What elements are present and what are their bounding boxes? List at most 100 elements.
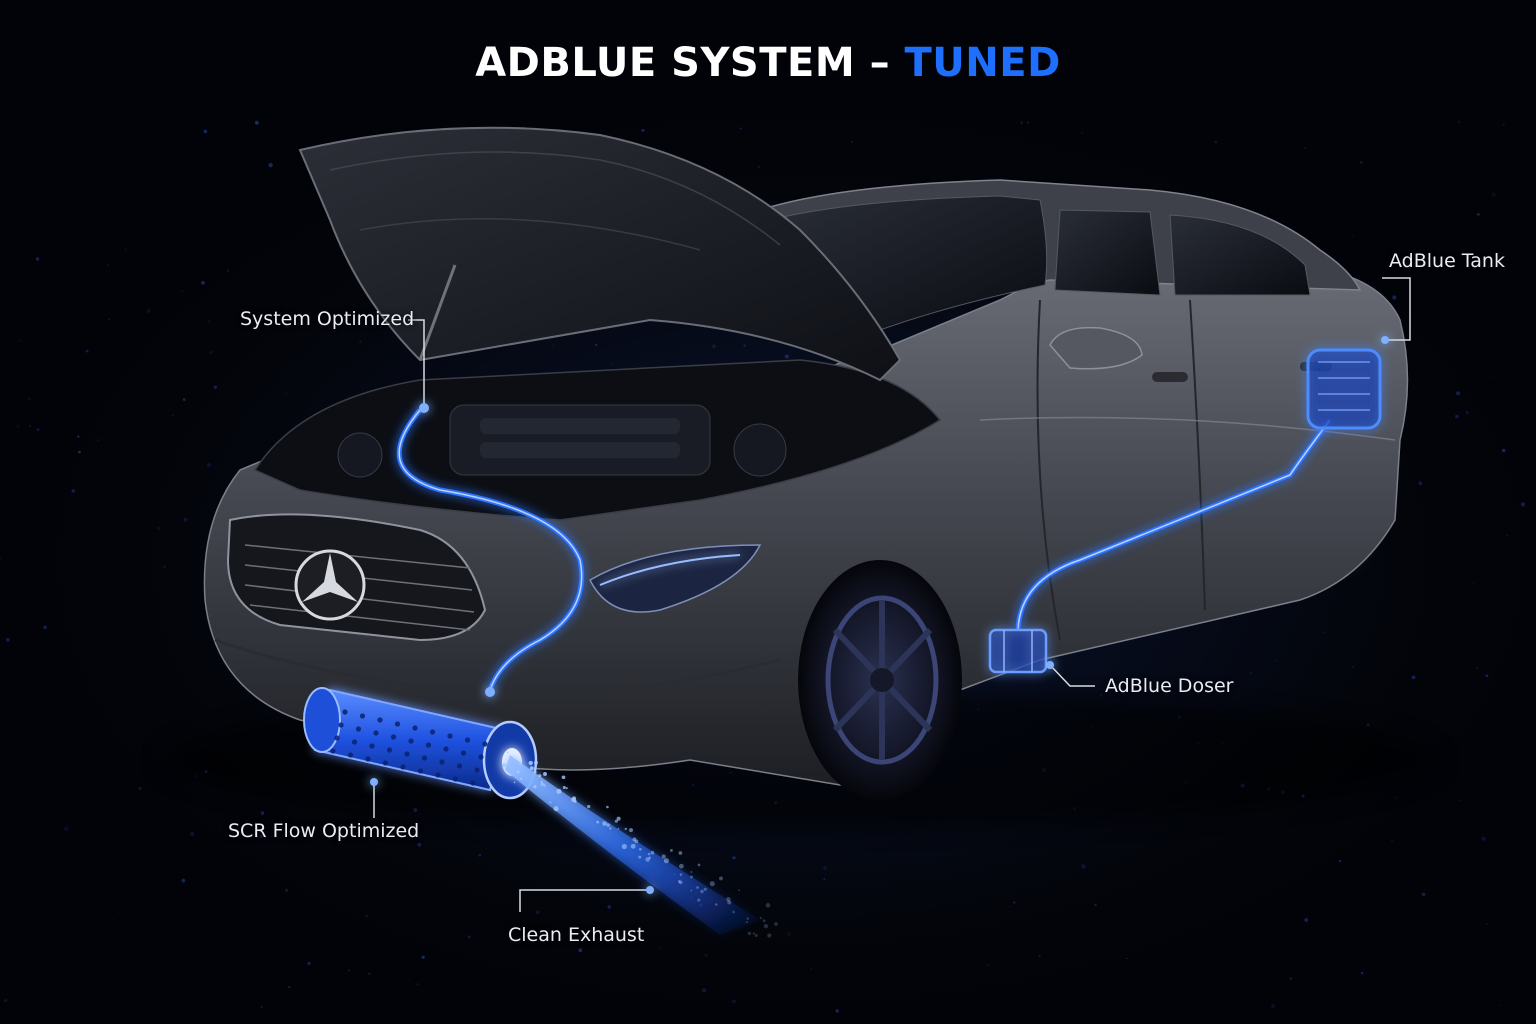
particle xyxy=(19,340,22,342)
particle xyxy=(1323,631,1326,634)
particle xyxy=(1486,923,1489,926)
particle xyxy=(1392,295,1397,300)
exhaust-particle xyxy=(696,886,699,889)
particle xyxy=(1481,836,1486,841)
exhaust-particle xyxy=(529,766,534,771)
particle xyxy=(1458,120,1461,123)
particle xyxy=(201,280,205,285)
scr-perforation xyxy=(464,737,471,743)
particle xyxy=(64,826,69,831)
particle xyxy=(1275,660,1277,662)
exhaust-particle xyxy=(690,875,693,879)
exhaust-particle xyxy=(765,902,771,908)
scr-perforation xyxy=(417,768,424,774)
scr-perforation xyxy=(355,726,362,732)
particle xyxy=(190,831,195,836)
front-bumper xyxy=(214,638,781,692)
particle xyxy=(810,968,812,970)
scr-perforation xyxy=(443,746,449,752)
particle xyxy=(578,948,583,953)
scr-perforation xyxy=(382,760,389,766)
exhaust-particle xyxy=(703,887,707,891)
leader-clean-exhaust xyxy=(519,889,650,912)
callout-anchor-dots xyxy=(370,336,1389,894)
exhaust-particle xyxy=(678,851,683,855)
label-scr-flow-optimized: SCR Flow Optimized xyxy=(228,820,420,842)
particle xyxy=(786,932,791,937)
particle xyxy=(641,128,645,132)
exhaust-particle xyxy=(520,777,523,780)
particle xyxy=(1503,123,1505,126)
hood-rib-inner xyxy=(359,218,701,251)
particle xyxy=(1081,132,1084,135)
scr-perforation xyxy=(435,772,441,778)
exhaust-particle xyxy=(543,772,547,776)
particle xyxy=(409,980,411,982)
scr-perforation xyxy=(351,739,358,745)
particle xyxy=(181,878,186,883)
headlight-drl xyxy=(599,554,741,586)
particle xyxy=(209,350,213,355)
adblue-line-rear-core xyxy=(1017,419,1331,631)
scr-perforation xyxy=(439,759,445,765)
scr-perforation xyxy=(421,755,428,761)
particle xyxy=(207,463,211,467)
diagram-title: ADBLUE SYSTEM – TUNED xyxy=(0,40,1536,86)
particle xyxy=(1475,667,1479,670)
particle xyxy=(1366,723,1370,726)
exhaust-particle xyxy=(587,804,591,809)
exhaust-particle xyxy=(502,762,507,768)
adblue-doser xyxy=(988,628,1048,674)
particle xyxy=(1304,147,1306,149)
scr-perforation xyxy=(412,725,418,731)
particle xyxy=(1004,126,1006,128)
particle xyxy=(260,1005,264,1009)
particle xyxy=(5,637,10,642)
particle xyxy=(1214,140,1218,144)
exhaust-particle xyxy=(549,801,552,804)
particle xyxy=(731,999,737,1004)
scr-perforation xyxy=(452,776,459,782)
side-mirror xyxy=(1049,326,1143,370)
particle xyxy=(1491,192,1496,197)
exhaust-particle xyxy=(700,889,704,894)
brand-star-emblem xyxy=(294,549,366,621)
particle xyxy=(183,517,188,522)
particle xyxy=(1289,977,1292,980)
particle xyxy=(285,392,287,395)
particle xyxy=(1473,582,1475,584)
scr-perforation xyxy=(359,713,366,719)
label-adblue-tank: AdBlue Tank xyxy=(1389,250,1505,272)
exhaust-particle xyxy=(609,827,612,830)
particle xyxy=(163,565,166,569)
exhaust-particle xyxy=(709,881,715,887)
scr-perforation xyxy=(482,741,488,747)
scr-perforation xyxy=(408,738,414,744)
exhaust-particle xyxy=(617,827,620,830)
particle xyxy=(35,257,40,261)
particle xyxy=(702,988,707,993)
scr-perforation xyxy=(474,767,480,773)
exhaust-particle xyxy=(556,788,562,794)
particle xyxy=(552,344,555,347)
scr-perforation xyxy=(447,733,453,739)
exhaust-particle xyxy=(726,897,731,902)
windshield xyxy=(769,195,1048,331)
exhaust-particle xyxy=(678,880,683,885)
adblue-tank xyxy=(1306,348,1382,430)
character-line xyxy=(979,416,1396,441)
particle xyxy=(77,435,80,438)
particle xyxy=(260,811,265,815)
particle xyxy=(258,152,260,155)
engine-block xyxy=(337,404,787,478)
label-system-optimized: System Optimized xyxy=(240,308,415,330)
particle xyxy=(182,398,186,401)
particle xyxy=(1009,905,1011,908)
scr-perforation xyxy=(373,730,379,736)
particle xyxy=(609,362,613,366)
particle xyxy=(467,935,471,939)
exhaust-particle xyxy=(571,797,576,803)
particle xyxy=(4,999,8,1003)
exhaust-particle xyxy=(596,820,600,824)
